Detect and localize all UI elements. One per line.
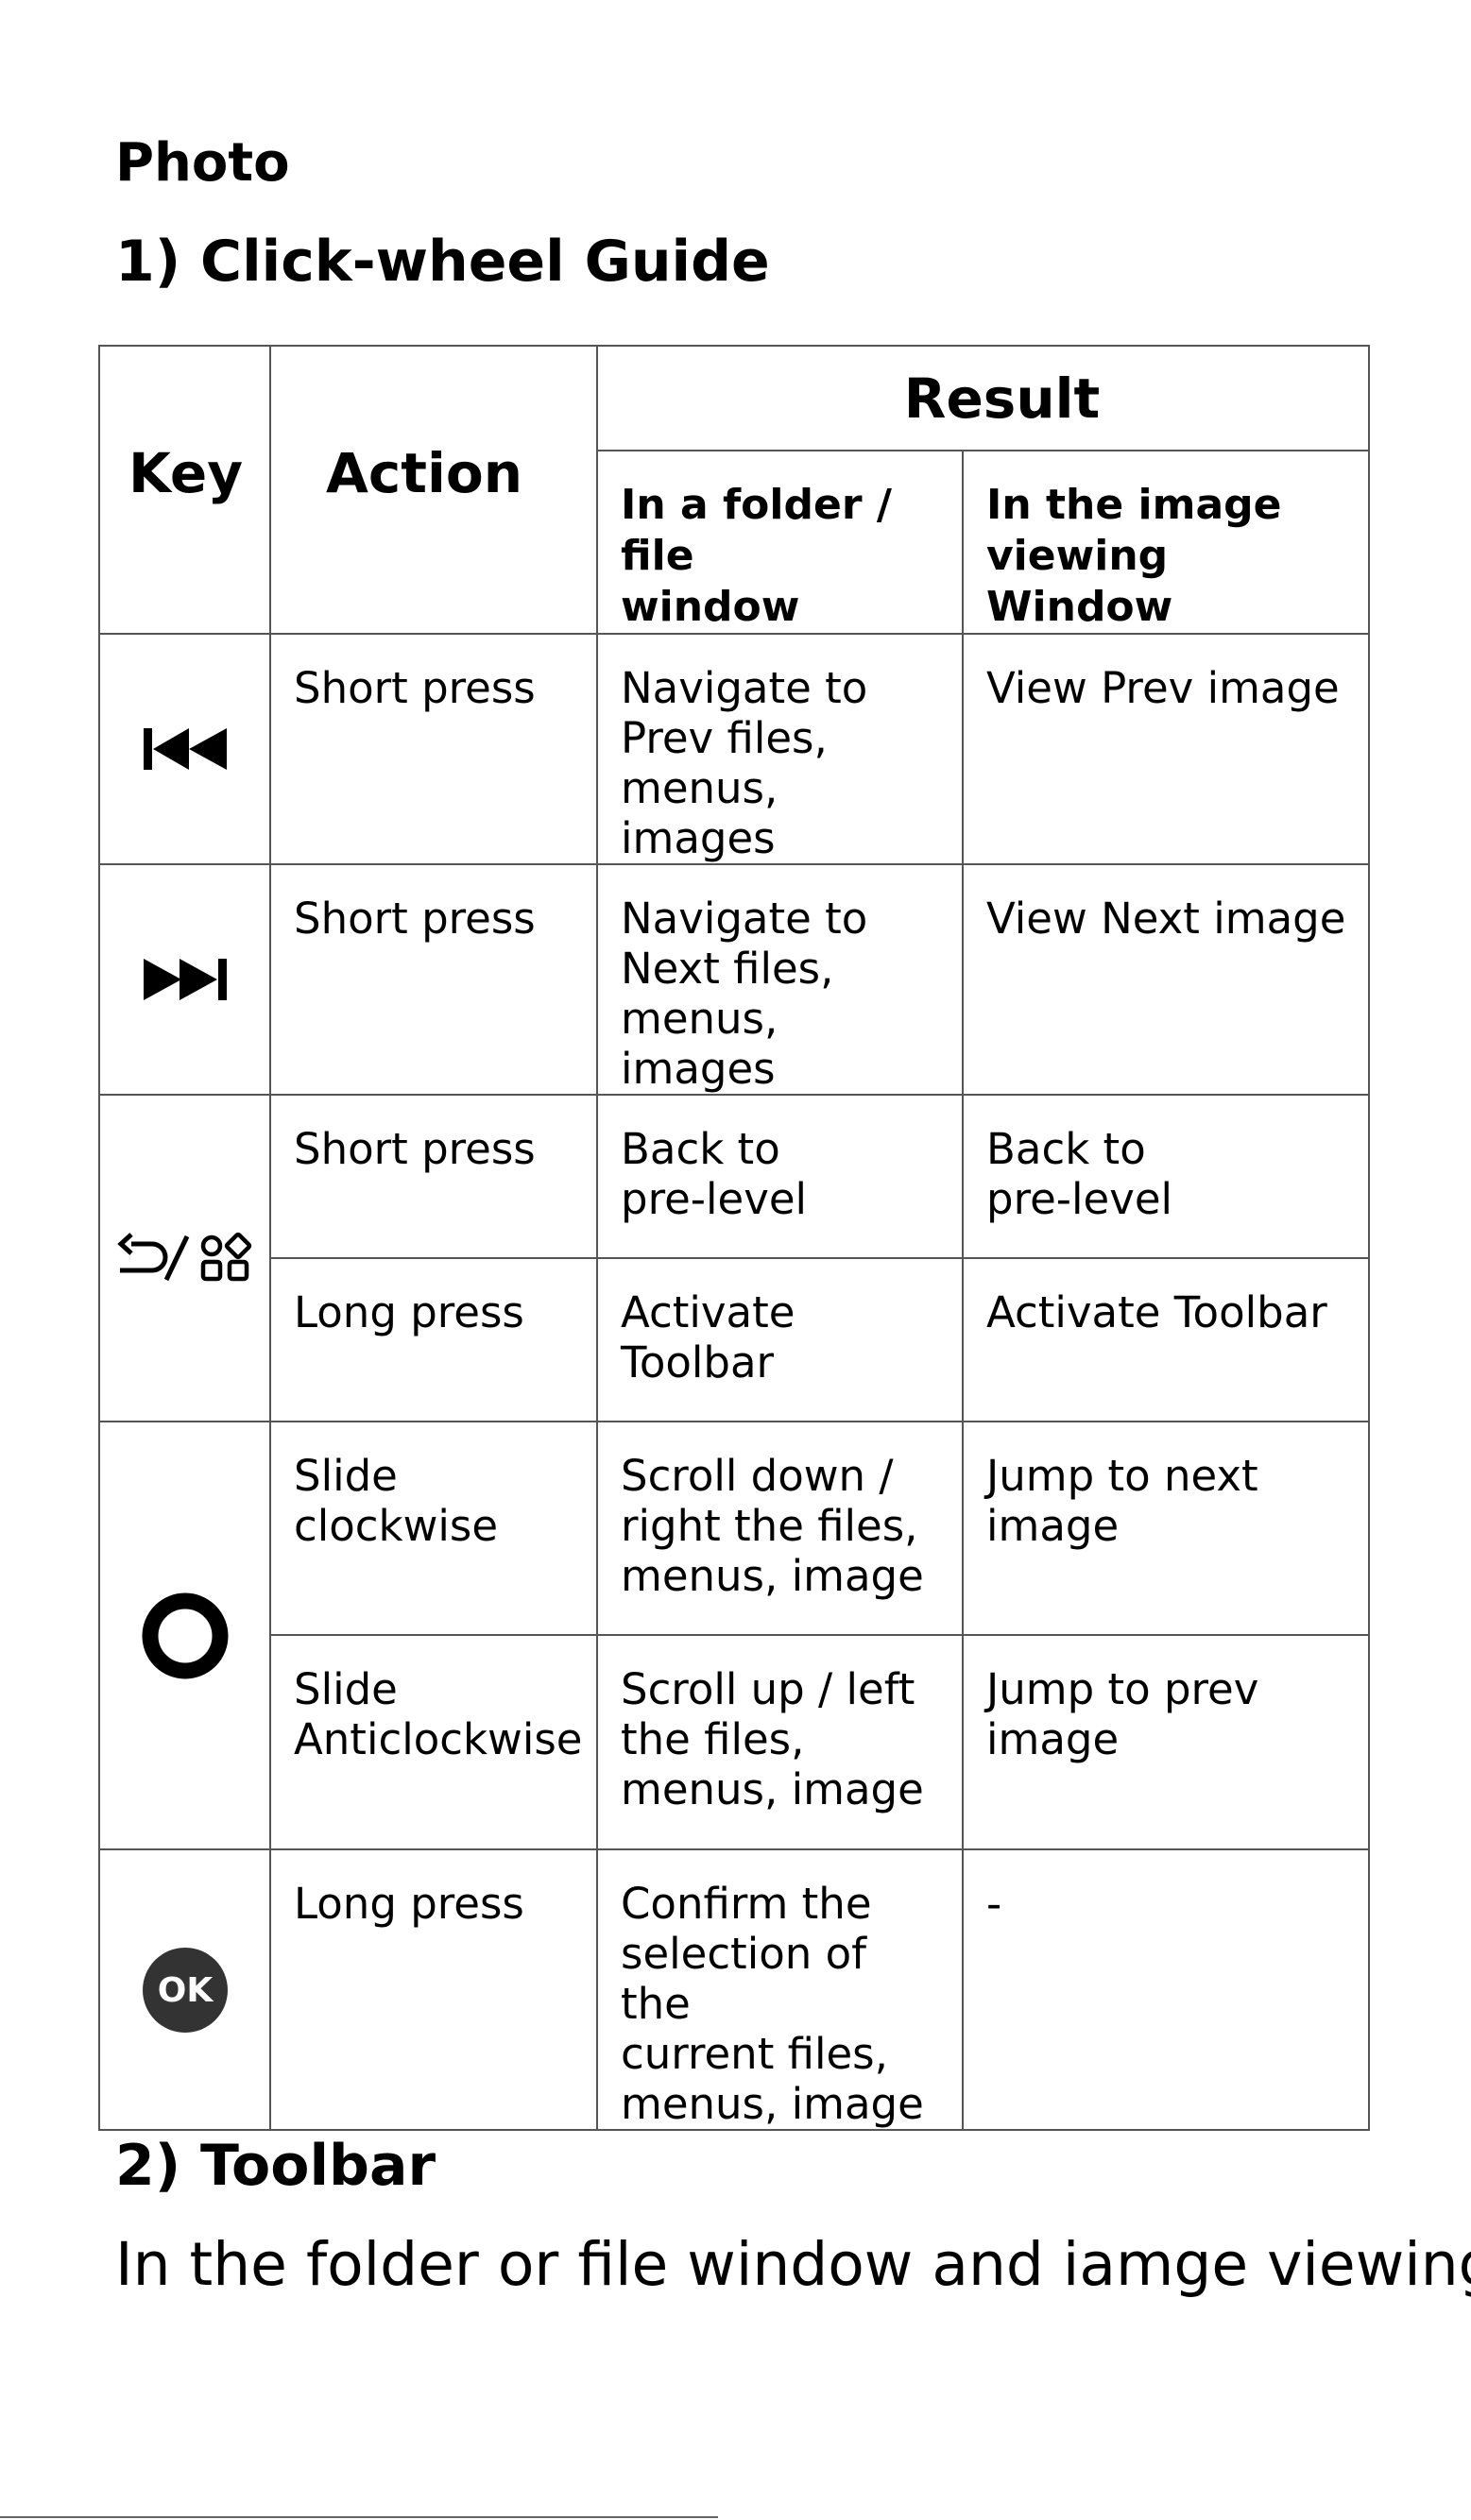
image-result-cell: View Next image (961, 863, 1371, 1096)
toolbar-description: In the folder or file window and iamge v… (115, 2230, 1471, 2299)
guide-title: 1) Click-wheel Guide (115, 229, 770, 295)
folder-result-cell: Back to pre-level (596, 1094, 964, 1259)
action-cell: Short press (269, 863, 598, 1096)
image-result-cell: - (961, 1848, 1371, 2131)
folder-result-cell: Scroll down / right the files, menus, im… (596, 1421, 964, 1636)
action-cell: Short press (269, 633, 598, 865)
key-cell-back-menu (98, 1094, 271, 1422)
section-title: Photo (115, 132, 290, 194)
table-row: Short press Navigate to Prev files, menu… (98, 633, 1371, 865)
toolbar-title: 2) Toolbar (115, 2133, 436, 2199)
page-divider (0, 2516, 718, 2518)
table-row: Long press Activate Toolbar Activate Too… (99, 1257, 1371, 1422)
header-action: Action (269, 345, 598, 635)
action-cell: Slide Anticlockwise (269, 1634, 598, 1850)
back-menu-icon (116, 1232, 251, 1282)
image-result-cell: Activate Toolbar (961, 1257, 1371, 1422)
key-cell-click-wheel (98, 1421, 271, 1850)
header-folder-window: In a folder / file window (596, 450, 964, 635)
key-cell-next (98, 863, 271, 1096)
table-row: Short press Navigate to Next files, menu… (98, 863, 1371, 1096)
ok-button-icon: OK (142, 1947, 228, 2033)
header-key: Key (98, 345, 271, 635)
table-row: Short press Back to pre-level Back to pr… (98, 1094, 1371, 1422)
header-result: Result (595, 345, 1371, 451)
action-cell: Slide clockwise (269, 1421, 598, 1636)
ok-label: OK (157, 1971, 214, 2010)
folder-result-cell: Navigate to Prev files, menus, images (596, 633, 964, 865)
folder-result-cell: Scroll up / left the files, menus, image (596, 1634, 964, 1850)
action-cell: Long press (269, 1848, 598, 2131)
next-track-icon (143, 959, 227, 1000)
key-cell-ok: OK (98, 1848, 271, 2131)
previous-track-icon (143, 728, 227, 770)
folder-result-cell: Confirm the selection of the current fil… (596, 1848, 964, 2131)
key-cell-previous (98, 633, 271, 865)
action-cell: Long press (269, 1257, 598, 1422)
image-result-cell: Back to pre-level (961, 1094, 1371, 1259)
table-row: Slide Anticlockwise Scroll up / left the… (99, 1634, 1371, 1850)
click-wheel-guide-table: Key Action Result In a folder / file win… (98, 345, 1371, 2131)
folder-result-cell: Activate Toolbar (596, 1257, 964, 1422)
click-wheel-icon (142, 1592, 228, 1678)
action-cell: Short press (269, 1094, 598, 1259)
table-row: Slide clockwise Scroll down / right the … (98, 1421, 1371, 1850)
image-result-cell: Jump to prev image (961, 1634, 1371, 1850)
table-row: OK Long press Confirm the selection of t… (98, 1848, 1371, 2131)
image-result-cell: Jump to next image (961, 1421, 1371, 1636)
folder-result-cell: Navigate to Next files, menus, images (596, 863, 964, 1096)
header-image-window: In the image viewing Window (961, 450, 1371, 635)
image-result-cell: View Prev image (961, 633, 1371, 865)
